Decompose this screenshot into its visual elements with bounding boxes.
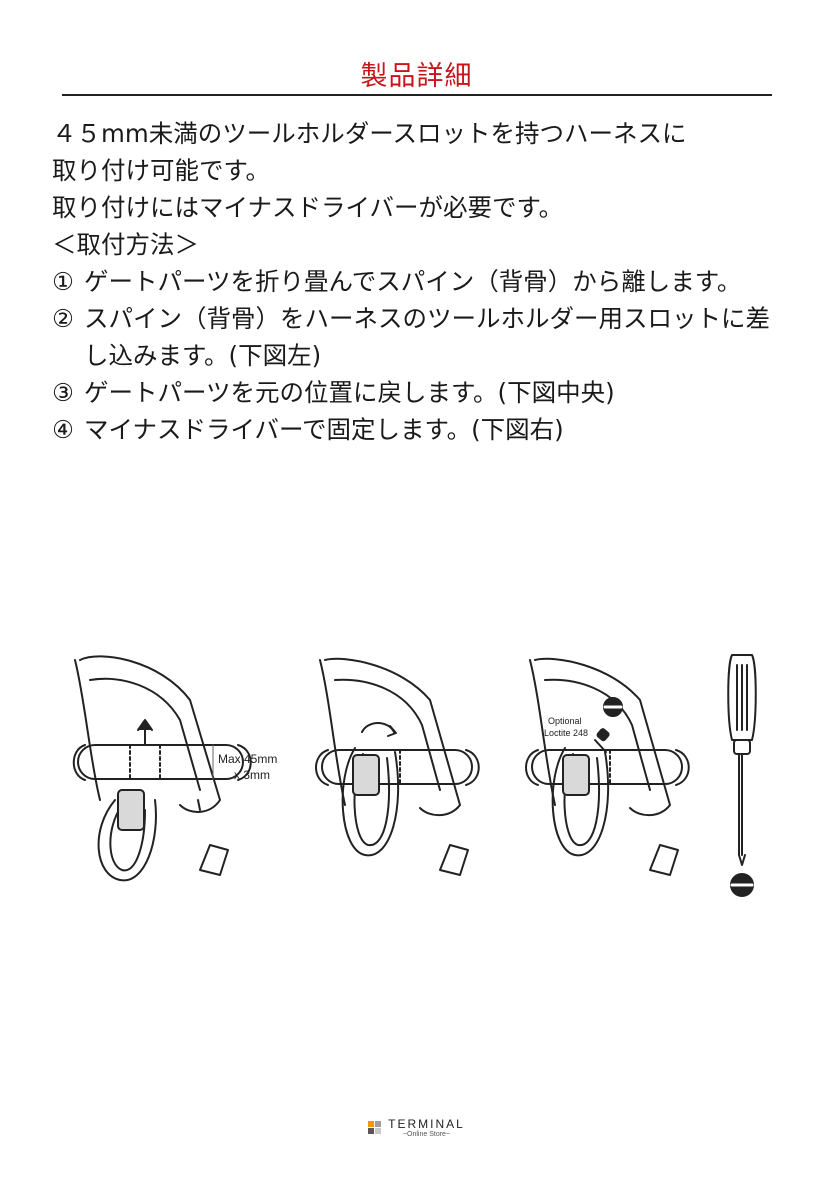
logo-mark-icon <box>368 1121 382 1135</box>
svg-text:Max 45mm: Max 45mm <box>218 752 277 766</box>
svg-text:x 3mm: x 3mm <box>234 768 270 782</box>
step-text: ゲートパーツを元の位置に戻します。(下図中央) <box>84 378 615 407</box>
page-title: 製品詳細 <box>360 61 473 92</box>
flathead-slot-icon <box>730 873 754 897</box>
step-text: マイナスドライバーで固定します。(下図右) <box>84 415 564 444</box>
step-number: ③ <box>52 378 74 407</box>
intro-line-3: 取り付けにはマイナスドライバーが必要です。 <box>52 193 564 222</box>
step-1: ① ゲートパーツを折り畳んでスパイン（背骨）から離します。 <box>52 263 792 300</box>
title-divider <box>62 94 772 96</box>
screwdriver-icon <box>727 654 757 866</box>
loctite-label: Optional Loctite 248 <box>544 716 588 738</box>
svg-text:Loctite 248: Loctite 248 <box>544 728 588 738</box>
product-description: ４５mm未満のツールホルダースロットを持つハーネスに 取り付け可能です。 取り付… <box>52 115 792 448</box>
brand-name: TERMINAL <box>388 1117 465 1131</box>
brand-subtitle: ~Online Store~ <box>402 1131 451 1138</box>
step-text: ゲートパーツを折り畳んでスパイン（背骨）から離します。 <box>84 267 742 296</box>
step-4: ④ マイナスドライバーで固定します。(下図右) <box>52 411 792 448</box>
harness-panel-left <box>72 655 252 882</box>
harness-panel-right <box>525 657 690 876</box>
intro-line-2: 取り付け可能です。 <box>52 156 271 185</box>
step-2: ② スパイン（背骨）をハーネスのツールホルダー用スロットに差し込みます。(下図左… <box>52 300 792 374</box>
step-number: ① <box>52 267 74 296</box>
installation-illustration: Max 45mm x 3mm <box>72 654 757 897</box>
step-number: ④ <box>52 415 74 444</box>
step-text: スパイン（背骨）をハーネスのツールホルダー用スロットに差し込みます。(下図左) <box>84 304 770 370</box>
step-3: ③ ゲートパーツを元の位置に戻します。(下図中央) <box>52 374 792 411</box>
svg-text:Optional: Optional <box>548 716 582 726</box>
brand-logo: TERMINAL ~Online Store~ <box>0 1118 833 1138</box>
section-heading: ＜取付方法＞ <box>52 230 199 259</box>
dimension-label: Max 45mm x 3mm <box>218 752 277 782</box>
intro-line-1: ４５mm未満のツールホルダースロットを持つハーネスに <box>52 119 687 148</box>
step-number: ② <box>52 304 74 333</box>
harness-panel-middle <box>315 657 480 876</box>
